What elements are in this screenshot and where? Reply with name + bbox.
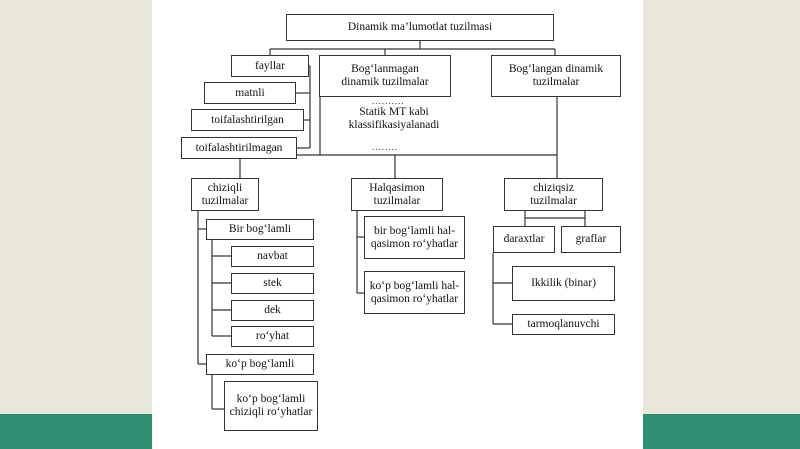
- unlinked-dots-bottom: ........: [372, 142, 398, 152]
- trees-node: daraxtlar: [493, 226, 555, 253]
- file-type-typed: toifalashtirilgan: [191, 109, 304, 131]
- deque-node: dek: [231, 300, 314, 321]
- file-type-untyped: toifalashtirilmagan: [181, 137, 297, 159]
- files-node: fayllar: [231, 55, 309, 77]
- list-node: ro‘yhat: [231, 326, 314, 347]
- right-footer-stripe: [643, 414, 800, 449]
- unlinked-dots-top: ..........: [372, 96, 405, 106]
- unlinked-note: Statik MT kabi klassifikasiyalanadi: [348, 106, 440, 131]
- nonlinear-structures-node: chiziqsiz tuzilmalar: [504, 178, 603, 211]
- linked-structures-node: Bog‘langan dinamik tuzilmalar: [491, 55, 621, 97]
- singly-linked-node: Bir bog‘lamli: [206, 219, 314, 240]
- file-type-text: matnli: [204, 82, 296, 104]
- root-node: Dinamik ma’lumotlat tuzilmasi: [286, 14, 554, 41]
- binary-tree-node: Ikkilik (binar): [512, 266, 615, 301]
- left-footer-stripe: [0, 414, 152, 449]
- stack-node: stek: [231, 273, 314, 294]
- circular-structures-node: Halqasimon tuzilmalar: [351, 178, 443, 211]
- multiply-linked-circular-lists-node: ko‘p bog‘lamli hal- qasimon ro‘yhatlar: [364, 271, 465, 314]
- singly-linked-circular-lists-node: bir bog‘lamli hal- qasimon ro‘yhatlar: [364, 216, 465, 259]
- linear-structures-node: chiziqli tuzilmalar: [191, 178, 259, 211]
- multiply-linked-node: ko‘p bog‘lamli: [206, 354, 314, 375]
- queue-node: navbat: [231, 246, 314, 267]
- branching-tree-node: tarmoqlanuvchi: [512, 314, 615, 335]
- multiply-linked-linear-lists-node: ko‘p bog‘lamli chiziqli ro‘yhatlar: [224, 381, 318, 431]
- unlinked-structures-node: Bog‘lanmagan dinamik tuzilmalar: [319, 55, 451, 97]
- graphs-node: graflar: [561, 226, 621, 253]
